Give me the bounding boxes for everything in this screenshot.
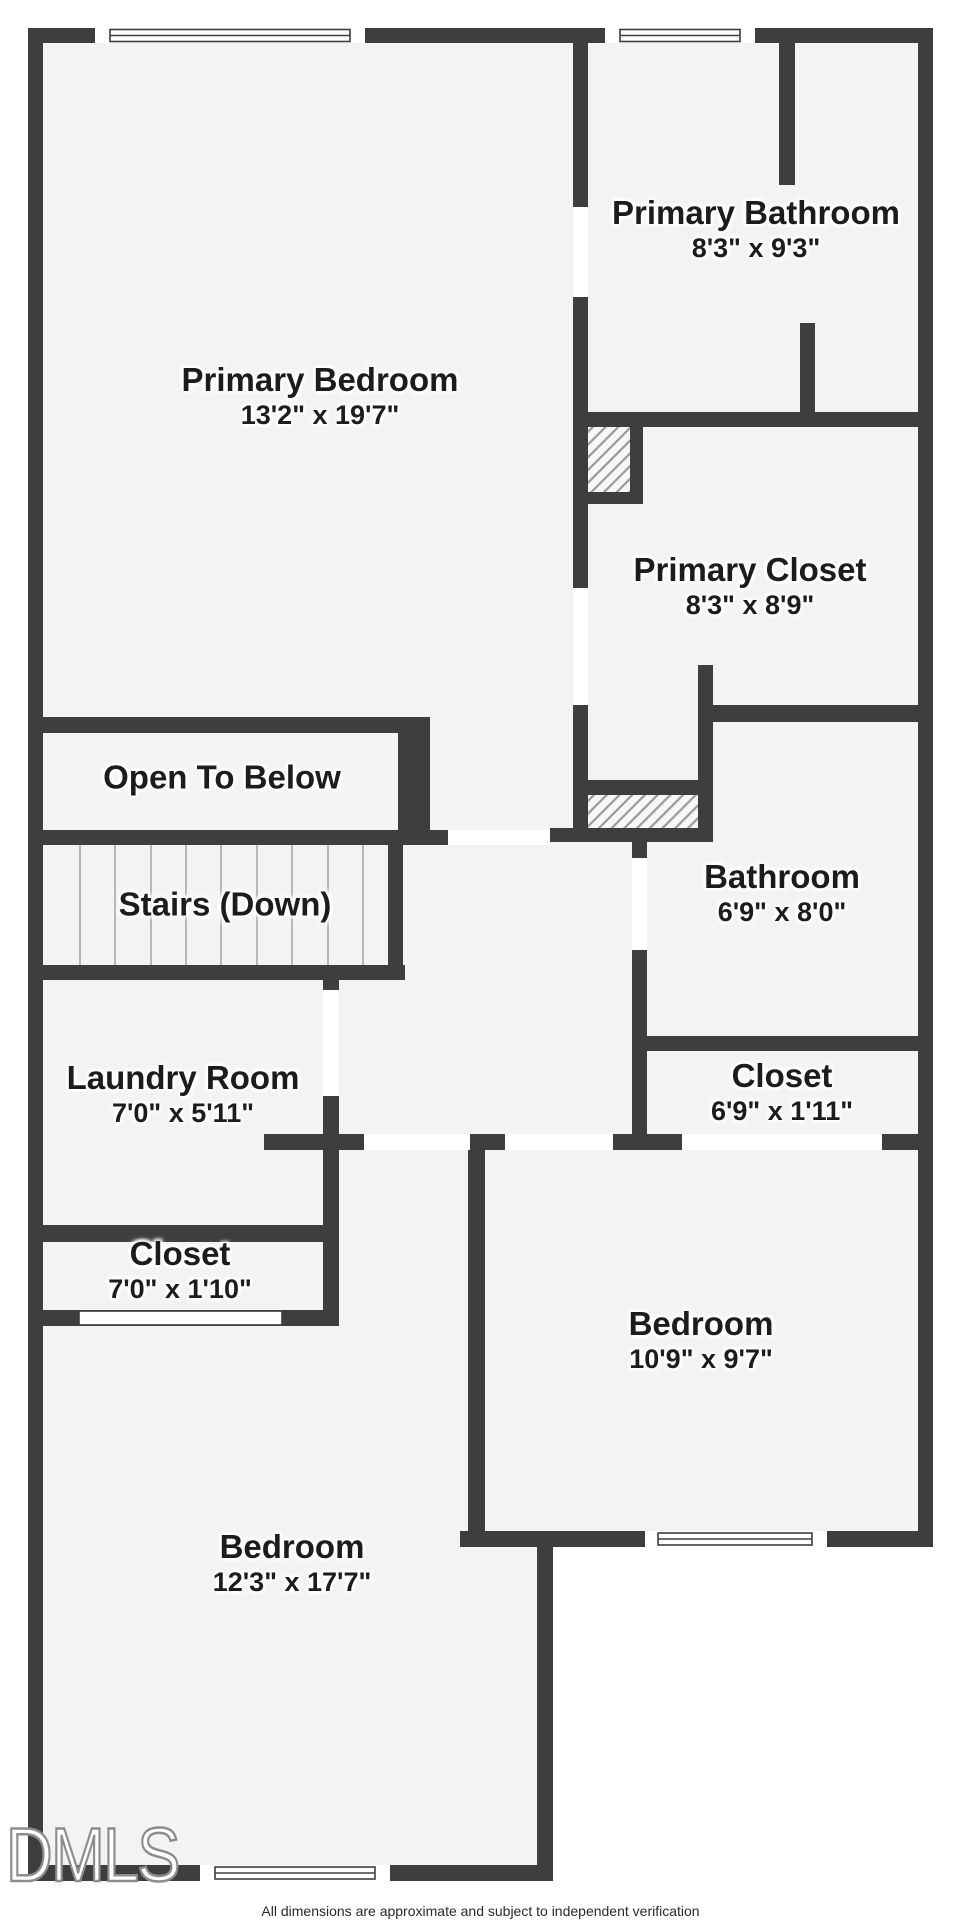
room-label-primary-closet: Primary Closet 8'3" x 8'9" [633,551,867,620]
door-laundry [323,990,339,1096]
room-label-hall-closet: Closet 6'9" x 1'11" [710,1057,854,1126]
door-bedroom-left [364,1134,470,1150]
wall-chase1-right [630,427,643,504]
wall-chase2-top [573,780,700,795]
window-bedroom-left [200,1865,390,1881]
wall-row-laundry-stub [264,1134,364,1150]
stair-treads [79,845,364,965]
hatch-chase-2 [588,795,698,828]
room-label-primary-bathroom: Primary Bathroom 8'3" x 9'3" [612,194,900,263]
wall-primary-closet-inner-vertical [698,665,713,842]
wall-outer-right [918,28,933,1547]
room-label-bedroom-right: Bedroom 10'9" x 9'7" [628,1305,774,1374]
wall-outer-left [28,28,43,1881]
room-label-bedroom-left: Bedroom 12'3" x 17'7" [212,1528,372,1597]
window-bedroom-right [645,1531,827,1547]
wall-laundry-bottom [28,1225,339,1242]
wall-laundry-right-lower [323,1096,339,1326]
room-label-bathroom: Bathroom 6'9" x 8'0" [704,858,860,927]
wall-central-middle [573,297,588,588]
door-primary-bathroom [573,207,588,297]
wall-bathroom-west-lower [632,950,647,1134]
room-label-laundry-closet: Closet 7'0" x 1'10" [108,1235,252,1304]
wall-otb-right [398,717,430,845]
wall-chase1-bottom [588,492,643,504]
opening-laundry-closet [78,1310,283,1326]
dmls-watermark: DMLS [5,1813,182,1898]
wall-step-vertical [537,1547,553,1881]
wall-bathroom-closet-divider [647,1036,918,1051]
wall-row-east [613,1134,682,1150]
wall-stairs-right [388,845,403,980]
wall-primary-bathroom-bottom [588,412,918,427]
wall-bathroom-top-stub [779,43,795,185]
door-primary-bedroom [448,830,550,845]
opening-hall-closet [682,1134,882,1150]
room-label-primary-bedroom: Primary Bedroom 13'2" x 19'7" [181,361,459,430]
wall-bedroom-divider [468,1134,485,1531]
hatch-chase-1 [588,427,630,492]
wall-otb-top [28,717,430,733]
wall-otb-bottom [28,830,448,845]
room-label-open-to-below: Open To Below [103,758,341,796]
room-label-stairs: Stairs (Down) [118,885,332,923]
door-bathroom [632,858,647,950]
door-bedroom-right [505,1134,613,1150]
wall-bathroom-west-upper [632,842,647,858]
window-primary-bedroom [95,28,365,43]
wall-central-upper [573,43,588,207]
door-primary-closet [573,588,588,705]
wall-row-far-east [882,1134,918,1150]
wall-central-lower [573,705,588,830]
window-primary-bathroom [605,28,755,43]
wall-primary-closet-bottom [713,705,918,722]
wall-chase2-bottom [550,828,711,842]
room-label-laundry: Laundry Room 7'0" x 5'11" [66,1059,300,1128]
wall-stairs-bottom [28,965,405,980]
wall-laundry-right-upper [323,980,339,990]
wall-shower-stub [800,323,815,412]
floor-lower-left [43,1531,537,1865]
disclaimer-text: All dimensions are approximate and subje… [261,1903,700,1919]
